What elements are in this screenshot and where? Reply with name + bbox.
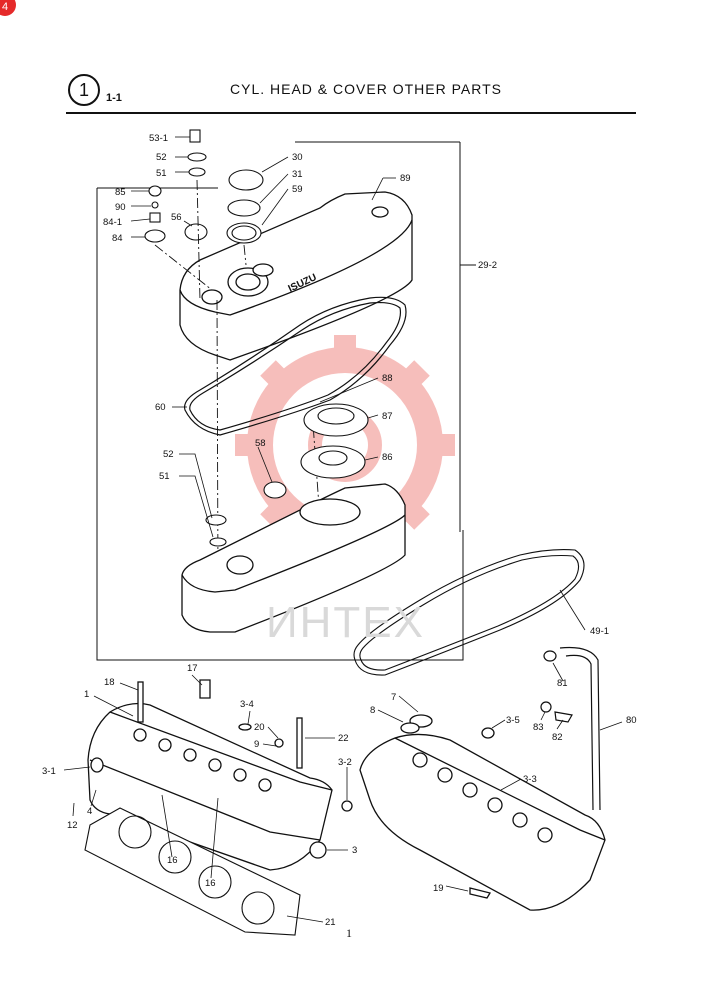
callout-labels: 53-1 52 51 85 90 84-1 84 56 30 31 59 89 … bbox=[42, 133, 637, 928]
callout-3-3: 3-3 bbox=[523, 774, 537, 785]
callout-49-1: 49-1 bbox=[590, 626, 609, 637]
callout-4: 4 bbox=[87, 806, 92, 817]
callout-9: 9 bbox=[254, 739, 259, 750]
callout-53-1: 53-1 bbox=[149, 133, 168, 144]
callout-58: 58 bbox=[255, 438, 266, 449]
lower-gasket bbox=[353, 549, 585, 676]
callout-18: 18 bbox=[104, 677, 115, 688]
callout-3-5: 3-5 bbox=[506, 715, 520, 726]
section-number: 1 bbox=[68, 74, 100, 106]
callout-81: 81 bbox=[557, 678, 568, 689]
header-rule bbox=[66, 112, 636, 114]
callout-82: 82 bbox=[552, 732, 563, 743]
assembly-bracket bbox=[96, 141, 476, 661]
callout-3: 3 bbox=[352, 845, 357, 856]
callout-12: 12 bbox=[67, 820, 78, 831]
callout-52-lower: 52 bbox=[163, 449, 174, 460]
callout-86: 86 bbox=[382, 452, 393, 463]
callout-31: 31 bbox=[292, 169, 303, 180]
callout-3-2: 3-2 bbox=[338, 757, 352, 768]
callout-29-2: 29-2 bbox=[478, 260, 497, 271]
head-gasket bbox=[84, 807, 301, 936]
callout-84: 84 bbox=[112, 233, 123, 244]
breather-hose bbox=[540, 646, 601, 811]
cylinder-head-cover-lower bbox=[181, 483, 406, 633]
callout-51-lower: 51 bbox=[159, 471, 170, 482]
callout-22: 22 bbox=[338, 733, 349, 744]
callout-17: 17 bbox=[187, 663, 198, 674]
callout-30: 30 bbox=[292, 152, 303, 163]
callout-1: 1 bbox=[84, 689, 89, 700]
callout-90: 90 bbox=[115, 202, 126, 213]
cylinder-head-left bbox=[87, 679, 333, 871]
callout-7: 7 bbox=[391, 692, 396, 703]
watermark-text: ИНТЕХ bbox=[266, 598, 425, 647]
cover-gasket bbox=[183, 296, 407, 436]
callout-85: 85 bbox=[115, 187, 126, 198]
callout-60: 60 bbox=[155, 402, 166, 413]
callout-20: 20 bbox=[254, 722, 265, 733]
callout-16-b: 16 bbox=[205, 878, 216, 889]
callout-16-a: 16 bbox=[167, 855, 178, 866]
callout-84-1: 84-1 bbox=[103, 217, 122, 228]
page-title: CYL. HEAD & COVER OTHER PARTS bbox=[230, 81, 502, 97]
callout-3-1: 3-1 bbox=[42, 766, 56, 777]
upper-small-parts bbox=[144, 129, 264, 244]
callout-19: 19 bbox=[433, 883, 444, 894]
callout-80: 80 bbox=[626, 715, 637, 726]
cylinder-head-right bbox=[341, 714, 606, 911]
callout-8: 8 bbox=[370, 705, 375, 716]
callout-87: 87 bbox=[382, 411, 393, 422]
callout-59: 59 bbox=[292, 184, 303, 195]
callout-52: 52 bbox=[156, 152, 167, 163]
page-number: 1 bbox=[346, 926, 352, 940]
callout-56: 56 bbox=[171, 212, 182, 223]
page-header: 1 1-1 CYL. HEAD & COVER OTHER PARTS bbox=[0, 0, 708, 120]
corner-badge: 4 bbox=[0, 0, 16, 16]
cylinder-head-cover-upper: ISUZU bbox=[179, 191, 413, 361]
sub-number: 1-1 bbox=[106, 92, 122, 104]
callout-21: 21 bbox=[325, 917, 336, 928]
callout-3-4: 3-4 bbox=[240, 699, 254, 710]
callout-89: 89 bbox=[400, 173, 411, 184]
leader-lines bbox=[63, 136, 623, 923]
middle-parts bbox=[205, 403, 369, 547]
callout-51: 51 bbox=[156, 168, 167, 179]
callout-83: 83 bbox=[533, 722, 544, 733]
callout-88: 88 bbox=[382, 373, 393, 384]
